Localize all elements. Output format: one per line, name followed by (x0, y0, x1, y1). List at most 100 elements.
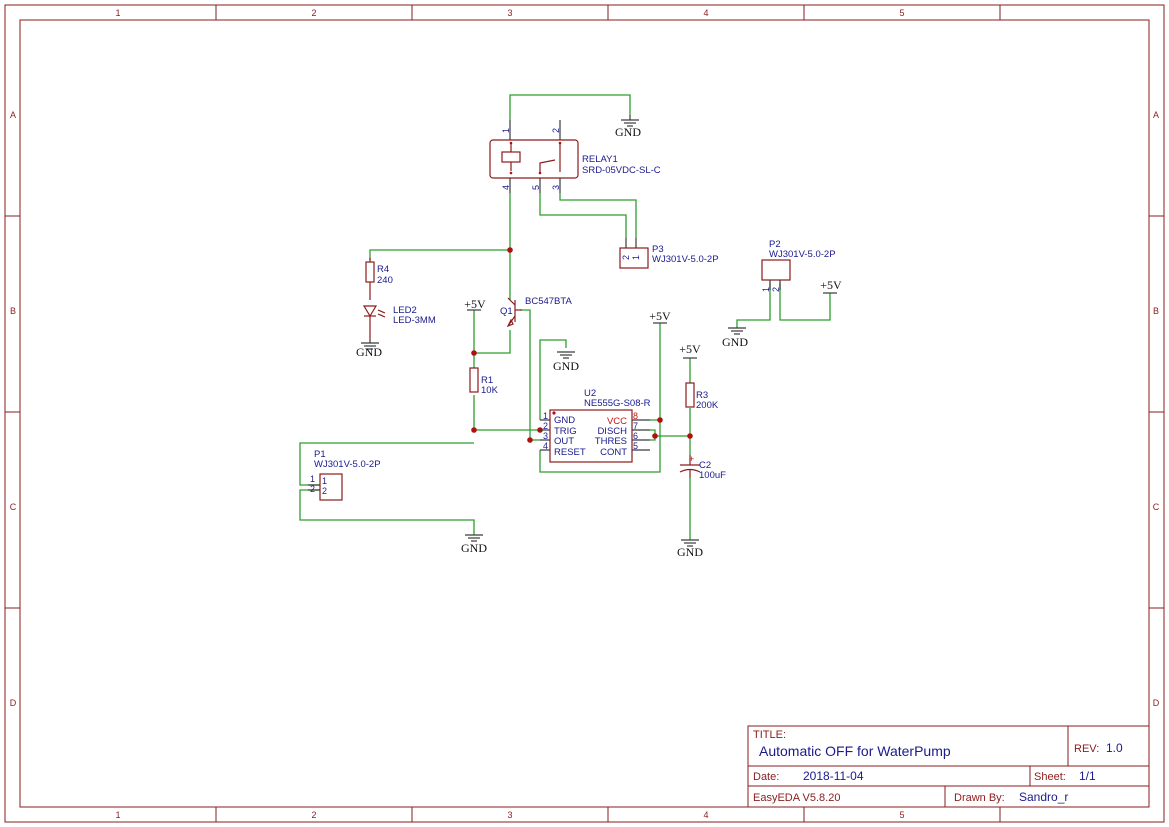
vcc-label: +5V (464, 297, 486, 311)
sheet-value: 1/1 (1079, 769, 1096, 783)
junction-dot (471, 350, 477, 356)
ground-icon: GND (461, 534, 487, 555)
transistor-q1[interactable]: BC547BTA Q1 (500, 296, 572, 328)
relay-pin-3: 3 (551, 185, 561, 190)
relay-pin-5: 5 (531, 185, 541, 190)
wire-p1-bottom (299, 489, 475, 535)
relay1[interactable]: 1 2 4 5 3 RELAY1 SRD-05VDC-SL-C (489, 120, 661, 193)
led2-value: LED-3MM (393, 315, 436, 326)
sheet-frame (4, 4, 1165, 823)
led-led2[interactable]: LED2 LED-3MM (362, 305, 436, 340)
wire-relay-p3-b (559, 193, 637, 238)
gnd-label: GND (461, 541, 487, 555)
wire-u2-gnd (539, 339, 567, 420)
resistor-r1[interactable]: R1 10K (469, 367, 499, 396)
title-label: TITLE: (753, 729, 786, 741)
connector-p3[interactable]: 2 1 P3 WJ301V-5.0-2P (619, 238, 719, 269)
p2-value: WJ301V-5.0-2P (769, 249, 836, 260)
col-label-1-bottom: 1 (115, 810, 120, 820)
col-label-3: 3 (507, 8, 512, 18)
relay-value: SRD-05VDC-SL-C (582, 165, 661, 176)
connector-p1[interactable]: 1 2 1 2 P1 WJ301V-5.0-2P (308, 449, 381, 501)
ic-u2-ne555[interactable]: U2 NE555G-S08-R 1 2 3 4 GND TRIG OUT RES… (540, 388, 651, 463)
u2-pin-gnd: GND (554, 415, 575, 426)
gnd-label: GND (722, 335, 748, 349)
ground-icon: GND (677, 539, 703, 559)
u2-pin-2-num: 2 (543, 421, 548, 431)
relay-pin-4: 4 (501, 185, 511, 190)
power-symbols: GND GND GND GND GND (356, 115, 842, 559)
col-label-3-bottom: 3 (507, 810, 512, 820)
relay-ref: RELAY1 (582, 154, 618, 165)
col-label-4-bottom: 4 (703, 810, 708, 820)
vcc-icon: +5V (464, 297, 486, 311)
rev-value: 1.0 (1106, 741, 1123, 755)
p2-pin-1: 1 (761, 287, 771, 292)
vcc-label: +5V (649, 309, 671, 323)
p1-pin-2: 2 (310, 484, 315, 494)
col-label-1: 1 (115, 8, 120, 18)
p2-ref: P2 (769, 239, 781, 250)
u2-pin-thres: THRES (595, 436, 627, 447)
p3-pin-2: 2 (621, 255, 631, 260)
u2-pin-4-num: 4 (543, 441, 548, 451)
connector-p2[interactable]: 1 2 P2 WJ301V-5.0-2P (761, 239, 836, 292)
junctions (471, 247, 693, 443)
u2-pin-trig: TRIG (554, 426, 577, 437)
r3-value: 200K (696, 400, 719, 411)
ground-icon: GND (356, 340, 382, 359)
capacitor-c2[interactable]: + C2 100uF (679, 454, 726, 481)
p1-inner-pin-1: 1 (322, 476, 327, 486)
date-value: 2018-11-04 (803, 769, 864, 783)
row-label-a-right: A (1153, 110, 1159, 120)
gnd-label: GND (356, 345, 382, 359)
r4-ref: R4 (377, 264, 389, 275)
r3-ref: R3 (696, 390, 708, 401)
col-label-5: 5 (899, 8, 904, 18)
wires (299, 94, 831, 540)
junction-dot (652, 433, 658, 439)
c2-value: 100uF (699, 470, 726, 481)
u2-pin-7-num: 7 (633, 421, 638, 431)
wire-p2-gnd (736, 283, 771, 328)
u2-pin-8-num: 8 (633, 411, 638, 421)
row-label-c: C (10, 502, 17, 512)
junction-dot (687, 433, 693, 439)
drawing-title: Automatic OFF for WaterPump (759, 743, 951, 759)
wire-reset-vcc (539, 419, 661, 473)
junction-dot (507, 247, 513, 253)
vcc-icon: +5V (649, 309, 671, 324)
grid-labels: 1 2 3 4 5 1 2 3 4 5 A B C D A B C D (10, 8, 1160, 820)
date-label: Date: (753, 771, 779, 783)
u2-pin-reset: RESET (554, 447, 586, 458)
vcc-icon: +5V (820, 278, 842, 294)
p1-value: WJ301V-5.0-2P (314, 459, 381, 470)
sheet-label: Sheet: (1034, 771, 1066, 783)
resistor-r3[interactable]: R3 200K (685, 382, 719, 411)
junction-dot (657, 417, 663, 423)
r1-value: 10K (481, 385, 499, 396)
col-label-2: 2 (311, 8, 316, 18)
p1-inner-pin-2: 2 (322, 486, 327, 496)
resistor-r4[interactable]: R4 240 (365, 258, 393, 300)
p3-pin-1: 1 (631, 255, 641, 260)
u2-value: NE555G-S08-R (584, 398, 651, 409)
title-block: TITLE: Automatic OFF for WaterPump REV: … (747, 725, 1150, 808)
u2-pin-1-num: 1 (543, 411, 548, 421)
led2-ref: LED2 (393, 305, 417, 316)
junction-dot (527, 437, 533, 443)
col-label-4: 4 (703, 8, 708, 18)
p3-value: WJ301V-5.0-2P (652, 254, 719, 265)
vcc-icon: +5V (679, 342, 701, 359)
row-label-a: A (10, 110, 16, 120)
c2-ref: C2 (699, 460, 711, 471)
wire-q1-out (520, 309, 540, 441)
row-label-d-right: D (1153, 698, 1160, 708)
relay-pin-1: 1 (501, 128, 511, 133)
ground-icon: GND (615, 115, 641, 139)
q1-ref: Q1 (500, 306, 513, 317)
ground-icon: GND (553, 351, 579, 373)
wire-r4 (369, 249, 510, 260)
vcc-label: +5V (820, 278, 842, 292)
